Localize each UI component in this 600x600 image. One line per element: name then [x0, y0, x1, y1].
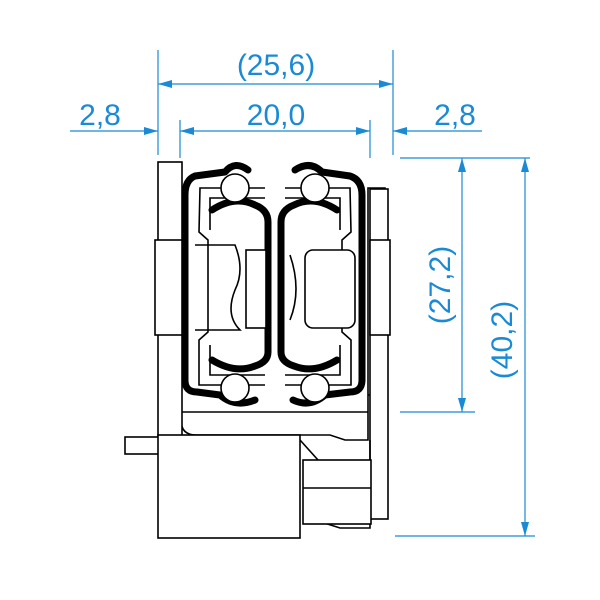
dim-overall-width-line	[158, 80, 393, 88]
dim-left-offset: 2,8	[79, 99, 121, 132]
dim-slide-height-line	[458, 158, 466, 412]
dim-overall-height-line	[521, 158, 529, 536]
dim-slide-height: (27,2)	[424, 246, 457, 324]
dim-overall-height: (40,2)	[486, 301, 519, 379]
dim-inner-width: 20,0	[247, 99, 305, 132]
dim-overall-width: (25,6)	[237, 49, 315, 82]
extension-lines	[157, 50, 535, 537]
dim-inner-width-line	[180, 127, 482, 135]
slide-cross-section	[124, 161, 391, 539]
dim-right-offset: 2,8	[434, 99, 476, 132]
